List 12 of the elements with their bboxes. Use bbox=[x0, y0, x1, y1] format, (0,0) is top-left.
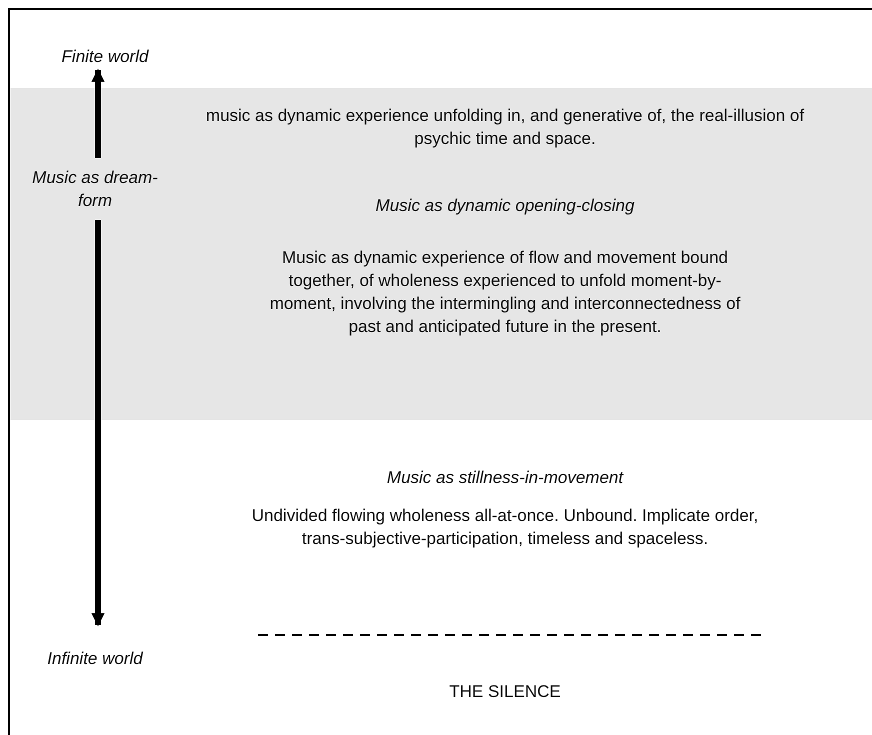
caption-text: THE SILENCE bbox=[448, 681, 562, 703]
description-text: music as dynamic experience unfolding in, and generative of, the real-illusion of psychic time and space. bbox=[204, 105, 806, 150]
level-label: Finite world bbox=[40, 45, 170, 68]
arrow bbox=[91, 220, 105, 626]
level-label: Music as dream-form bbox=[30, 166, 160, 212]
description-text: Music as dynamic experience of flow and movement bound together, of wholeness experienced to unfold moment-by-moment, involving the intermingling and interconnectedness of past and anticipated future in the present. bbox=[268, 247, 742, 338]
arrow bbox=[91, 68, 105, 158]
shaded-band bbox=[10, 88, 872, 420]
description-text: Undivided flowing wholeness all-at-once. Unbound. Implicate order, trans-subjective-participation, timeless and spaceless. bbox=[250, 505, 760, 550]
heading-text: Music as dynamic opening-closing bbox=[374, 195, 636, 217]
heading-text: Music as stillness-in-movement bbox=[386, 467, 625, 489]
level-label: Infinite world bbox=[20, 647, 170, 670]
